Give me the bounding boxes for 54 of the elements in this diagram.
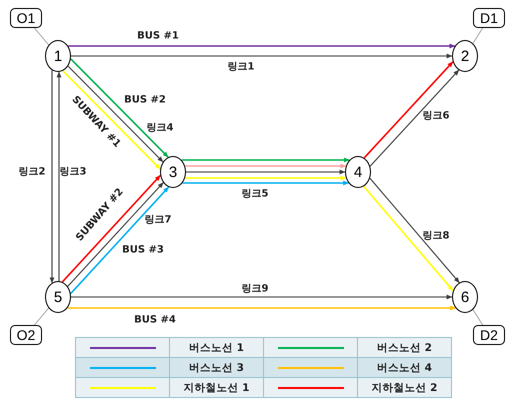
arrow (71, 294, 453, 300)
edge-label: 링크9 (242, 284, 268, 294)
arrow (68, 66, 164, 162)
arrow (50, 70, 54, 284)
arrow (67, 182, 164, 287)
node-circle: 3 (160, 156, 186, 188)
edge-label: BUS #2 (124, 94, 166, 106)
arrow (182, 180, 350, 186)
edge-label: 링크7 (144, 214, 172, 226)
arrow (185, 164, 347, 168)
node-circle: 2 (452, 40, 478, 72)
zone-box: D1 (473, 8, 505, 28)
edge-label: BUS #3 (122, 244, 164, 256)
arrow (370, 178, 460, 284)
edge-label: 링크4 (146, 122, 174, 134)
arrow (364, 61, 454, 158)
legend-label: 버스노선 1 (169, 337, 264, 358)
leader-line (472, 309, 484, 326)
node-circle: 6 (452, 281, 478, 313)
edge-label: BUS #4 (134, 314, 176, 326)
arrow (186, 170, 346, 174)
node-circle: 1 (45, 40, 71, 72)
arrow (68, 44, 456, 48)
node-circle: 5 (45, 281, 71, 313)
edge-label: 링크2 (18, 166, 46, 178)
arrow (56, 71, 62, 282)
link-label: 링크5 (242, 188, 268, 200)
arrow (182, 158, 350, 162)
edge-label: 링크3 (60, 166, 86, 178)
edge-label: 링크1 (228, 62, 254, 72)
arrow (70, 186, 170, 294)
node-circle: 4 (345, 156, 371, 188)
arrow (62, 174, 161, 282)
legend-label: 버스노선 4 (357, 357, 452, 378)
leader-line (472, 28, 484, 44)
edge-label: BUS #1 (137, 30, 179, 42)
edge-label: 링크6 (422, 110, 450, 122)
legend-label: 지하철노선 2 (357, 377, 452, 398)
zone-box: O1 (10, 8, 42, 28)
legend-label: 버스노선 3 (169, 357, 264, 378)
zone-box: O2 (10, 325, 42, 345)
legend-label: 버스노선 2 (357, 337, 452, 358)
arrow (370, 70, 460, 167)
edge-label: 링크8 (422, 230, 450, 242)
arrow (67, 306, 456, 310)
leader-line (34, 308, 50, 326)
legend-label: 지하철노선 1 (169, 377, 264, 398)
zone-box: D2 (473, 325, 505, 345)
arrow (71, 54, 453, 58)
arrow (363, 186, 454, 292)
arrow (185, 176, 347, 180)
leader-line (34, 28, 50, 46)
arrow (62, 70, 161, 170)
arrow (70, 58, 169, 158)
